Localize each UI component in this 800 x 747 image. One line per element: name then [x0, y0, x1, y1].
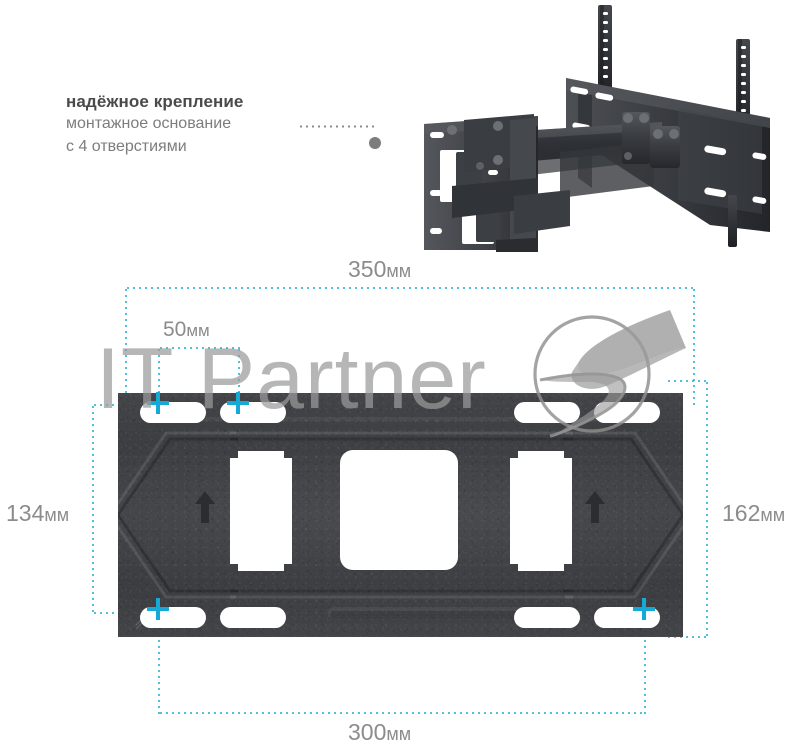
plate-cutout-right-notch-bottom-gap: [518, 564, 564, 571]
crosshair-marker-bottom-left: [147, 598, 169, 620]
callout-block: надёжное крепление монтажное основание с…: [66, 92, 326, 158]
callout-leader-line-icon: [298, 125, 374, 128]
dimline-300-horizontal: [158, 712, 646, 714]
dimline-134-tick-top: [92, 404, 132, 406]
dimension-label-300mm: 300мм: [348, 719, 412, 745]
callout-title: надёжное крепление: [66, 92, 244, 111]
plate-cutout-right-notch-top-gap: [518, 451, 564, 458]
crosshair-marker-bottom-right: [633, 598, 655, 620]
dimline-350-tick-right: [693, 287, 695, 405]
plate-cutout-left-notch-bottom-gap: [238, 564, 284, 571]
dimension-label-50mm: 50мм: [163, 318, 210, 341]
callout-subtitle-line2: с 4 отверстиями: [66, 138, 187, 155]
callout-target-dot-icon: [369, 137, 381, 149]
dimline-50-tick-left: [158, 347, 160, 405]
plate-slot-bottom-3: [514, 607, 580, 628]
crosshair-marker-top-inner: [227, 392, 249, 414]
plate-slot-bottom-2: [220, 607, 286, 628]
plate-cutout-center: [340, 450, 458, 570]
dimline-134-tick-bottom: [92, 612, 132, 614]
callout-subtitle-line1: монтажное основание: [66, 115, 232, 132]
plate-slot-top-3: [514, 402, 580, 423]
dimension-label-162mm: 162мм: [722, 500, 786, 526]
photo-tv-bracket: [424, 114, 570, 252]
plate-cutout-left-notch-top-gap: [238, 451, 284, 458]
dimline-350-horizontal: [125, 287, 695, 289]
dimline-50-horizontal: [158, 347, 240, 349]
plate-slot-top-4: [594, 402, 660, 423]
dimline-300-tick-left: [158, 614, 160, 714]
plate-up-arrow-right-icon: [584, 490, 606, 524]
dimline-162-tick-bottom: [666, 636, 708, 638]
mounting-base-plate: [118, 393, 683, 637]
dimline-162-tick-top: [666, 380, 708, 382]
photo-pivot-joints: [622, 112, 680, 168]
dimline-134-vertical: [92, 404, 94, 614]
dimline-350-tick-left: [125, 287, 127, 405]
photo-vertical-rail-left: [598, 5, 612, 101]
dimline-300-tick-right: [644, 614, 646, 714]
plate-cutout-right: [510, 451, 572, 571]
crosshair-marker-top-left: [147, 392, 169, 414]
plate-cutout-left: [230, 451, 292, 571]
dimension-label-134mm: 134мм: [6, 500, 70, 526]
dimline-162-vertical: [706, 380, 708, 638]
product-photo-tv-mount: [410, 0, 800, 252]
plate-up-arrow-left-icon: [194, 490, 216, 524]
dimension-label-350mm: 350мм: [348, 256, 412, 282]
dimline-50-tick-right: [238, 347, 240, 405]
